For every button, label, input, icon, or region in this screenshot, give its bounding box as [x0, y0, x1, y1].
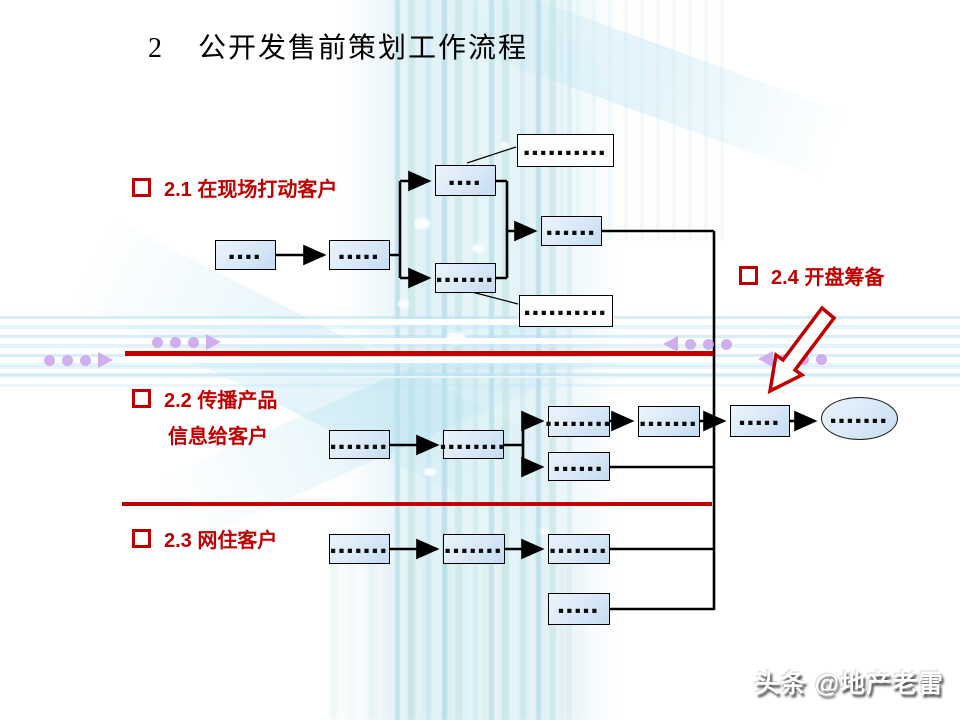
- section-2-4-text: 开盘筹备: [804, 267, 885, 289]
- dashed-arrow-right-icon: [44, 352, 113, 368]
- flow-box: ▪▪▪▪▪▪▪▪: [545, 406, 613, 437]
- redacted-text: ▪▪▪▪: [228, 252, 263, 262]
- arrowhead-right: [98, 352, 113, 368]
- callout-box: ▪▪▪▪▪▪▪▪▪▪: [517, 134, 614, 167]
- arrowhead-left: [758, 351, 773, 367]
- flow-terminator-oval: ▪▪▪▪▪▪▪: [821, 397, 898, 440]
- redacted-text: ▪▪▪▪▪: [338, 252, 381, 262]
- bokeh-dot: [446, 332, 466, 344]
- square-bullet-icon: [739, 266, 758, 285]
- arrowhead-right: [206, 334, 221, 350]
- flow-box: ▪▪▪▪▪▪▪: [329, 534, 390, 564]
- redacted-text: ▪▪▪▪▪▪▪▪: [545, 418, 613, 429]
- flow-box: ▪▪▪▪▪▪▪: [443, 534, 505, 564]
- flow-box: ▪▪▪▪▪: [329, 240, 390, 270]
- flow-box: ▪▪▪▪▪: [548, 593, 610, 625]
- redacted-text: ▪▪▪▪▪▪▪: [436, 275, 495, 285]
- section-label-2-3: 2.3 网住客户: [132, 524, 277, 553]
- redacted-text: ▪▪▪▪▪▪▪: [830, 415, 889, 426]
- redacted-text: ▪▪▪▪▪▪▪▪▪▪: [524, 308, 608, 318]
- redacted-text: ▪▪▪▪▪▪▪: [330, 441, 389, 452]
- divider-line-top: [125, 351, 713, 356]
- flow-box: ▪▪▪▪▪▪▪: [548, 534, 610, 564]
- redacted-text: ▪▪▪▪▪▪▪: [444, 546, 504, 556]
- dash-dot: [685, 338, 696, 350]
- dash-dot: [152, 336, 163, 348]
- title-number: 2: [148, 33, 164, 64]
- bokeh-dot: [424, 468, 436, 476]
- section-2-1-text: 在现场打动客户: [197, 179, 338, 201]
- dash-dot: [44, 354, 55, 366]
- redacted-text: ▪▪▪▪▪: [739, 418, 781, 428]
- bokeh-dot: [540, 528, 550, 535]
- section-2-2-text-line2: 信息给客户: [168, 426, 268, 448]
- flow-box: ▪▪▪▪: [215, 240, 276, 270]
- dash-dot: [703, 338, 714, 350]
- section-2-4-number: 2.4: [771, 267, 799, 289]
- section-label-2-4: 2.4 开盘筹备: [739, 261, 884, 290]
- dash-dot: [188, 336, 199, 348]
- dash-dot: [816, 353, 827, 365]
- section-2-2-text-line1: 传播产品: [197, 390, 278, 412]
- dash-dot: [62, 354, 73, 366]
- flow-box: ▪▪▪▪▪: [730, 405, 790, 437]
- callout-box: ▪▪▪▪▪▪▪▪▪▪: [519, 295, 613, 327]
- slide-title: 2 公开发售前策划工作流程: [148, 26, 528, 66]
- flow-box: ▪▪▪▪▪▪: [548, 452, 610, 481]
- bokeh-dot: [398, 300, 409, 308]
- square-bullet-icon: [132, 389, 151, 408]
- background-horizontal-band: [0, 366, 960, 392]
- square-bullet-icon: [132, 529, 151, 548]
- bokeh-dot: [472, 244, 484, 253]
- watermark: 头条 @地产老雷: [754, 670, 944, 698]
- redacted-text: ▪▪▪▪: [448, 177, 483, 188]
- section-2-1-number: 2.1: [164, 179, 192, 201]
- redacted-text: ▪▪▪▪▪▪▪▪▪▪: [523, 147, 608, 158]
- section-2-2-number: 2.2: [164, 390, 192, 412]
- redacted-text: ▪▪▪▪▪▪▪▪: [440, 441, 507, 452]
- section-label-2-1: 2.1 在现场打动客户: [132, 173, 337, 202]
- dash-dot: [170, 336, 181, 348]
- flow-box: ▪▪▪▪▪▪▪: [329, 430, 390, 459]
- redacted-text: ▪▪▪▪▪▪▪: [549, 546, 609, 556]
- bokeh-dot: [414, 218, 430, 229]
- flow-box: ▪▪▪▪▪▪: [541, 216, 602, 246]
- background-bottom-wash: [330, 560, 590, 720]
- flow-box: ▪▪▪▪▪▪▪: [638, 406, 700, 437]
- redacted-text: ▪▪▪▪▪▪▪: [639, 418, 699, 429]
- bokeh-dot: [500, 142, 509, 149]
- redacted-text: ▪▪▪▪▪▪▪: [330, 546, 389, 556]
- redacted-text: ▪▪▪▪▪▪: [546, 228, 597, 238]
- dashed-arrow-left-icon: [663, 336, 732, 352]
- dashed-arrow-right-icon: [152, 334, 221, 350]
- flow-box: ▪▪▪▪▪▪▪: [435, 263, 496, 293]
- dash-dot: [80, 354, 91, 366]
- section-2-3-number: 2.3: [164, 530, 192, 552]
- title-text: 公开发售前策划工作流程: [198, 33, 529, 64]
- redacted-text: ▪▪▪▪▪▪: [553, 463, 605, 474]
- flow-box: ▪▪▪▪: [435, 165, 496, 196]
- square-bullet-icon: [132, 178, 151, 197]
- redacted-text: ▪▪▪▪▪: [558, 606, 600, 616]
- arrowhead-left: [663, 336, 678, 352]
- background-streaks-topright: [560, 0, 730, 240]
- dash-dot: [721, 338, 732, 350]
- flow-box: ▪▪▪▪▪▪▪▪: [440, 430, 507, 459]
- divider-line-bottom: [122, 502, 712, 506]
- section-label-2-2: 2.2 传播产品 信息给客户: [132, 384, 277, 449]
- section-2-3-text: 网住客户: [197, 530, 278, 552]
